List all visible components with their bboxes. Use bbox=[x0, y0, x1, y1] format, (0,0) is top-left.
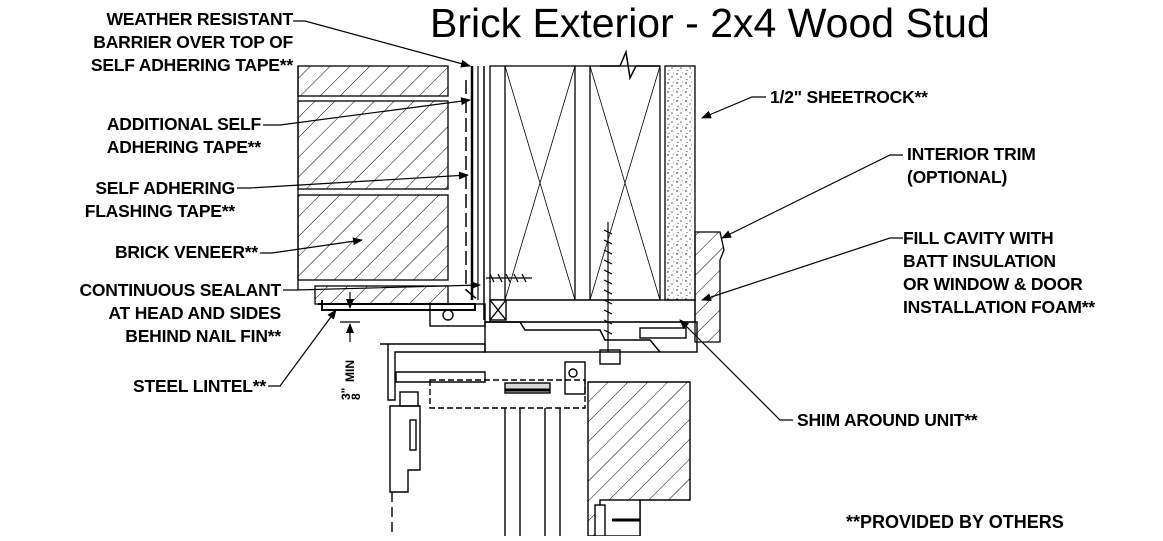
dim-value: 3" bbox=[339, 388, 353, 400]
label-fill-cavity: FILL CAVITY WITH BATT INSULATION OR WIND… bbox=[903, 228, 1095, 317]
leader-lines bbox=[237, 20, 903, 421]
min-dimension bbox=[340, 292, 360, 342]
label-brick-veneer: BRICK VENEER** bbox=[114, 242, 258, 262]
sheetrock bbox=[664, 65, 696, 301]
label-sheetrock: 1/2" SHEETROCK** bbox=[770, 87, 928, 107]
steel-lintel bbox=[318, 300, 476, 311]
weather-barrier bbox=[465, 66, 485, 320]
provided-by-others-note: **PROVIDED BY OTHERS bbox=[846, 512, 1064, 532]
label-shim: SHIM AROUND UNIT** bbox=[797, 410, 978, 430]
label-sealant: CONTINUOUS SEALANT AT HEAD AND SIDES BEH… bbox=[79, 280, 281, 346]
window-frame bbox=[380, 299, 698, 537]
dim-fraction: 8 bbox=[349, 393, 363, 400]
fasteners bbox=[486, 222, 613, 352]
label-flashing-tape: SELF ADHERING FLASHING TAPE** bbox=[84, 178, 235, 221]
label-weather-barrier: WEATHER RESISTANT BARRIER OVER TOP OF SE… bbox=[90, 9, 293, 75]
dim-min: MIN bbox=[343, 360, 357, 382]
min-dimension-text: 3" 8 MIN bbox=[339, 360, 363, 400]
label-steel-lintel: STEEL LINTEL** bbox=[132, 376, 266, 396]
brick-veneer bbox=[297, 65, 449, 305]
label-additional-tape: ADDITIONAL SELF ADHERING TAPE** bbox=[106, 114, 261, 157]
wood-header bbox=[489, 49, 696, 323]
drawing-title: Brick Exterior - 2x4 Wood Stud bbox=[430, 0, 990, 46]
interior-trim bbox=[694, 231, 725, 343]
label-interior-trim: INTERIOR TRIM (OPTIONAL) bbox=[907, 144, 1036, 187]
